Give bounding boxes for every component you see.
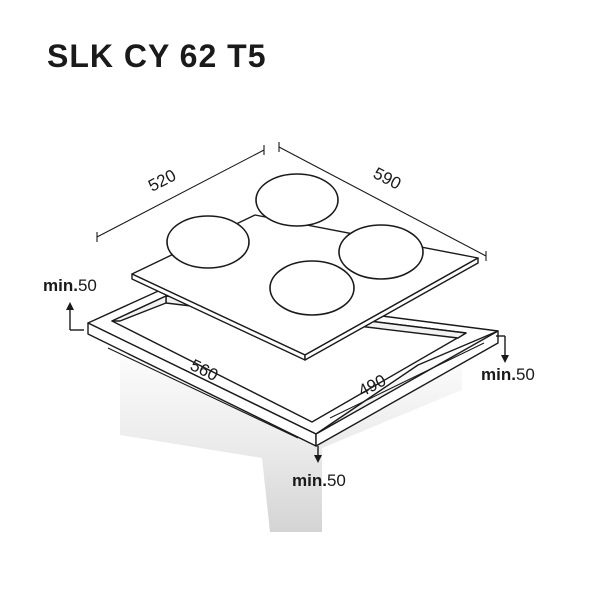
cooking-zone-rear-left [255, 173, 339, 227]
dim-590-label: 590 [370, 164, 404, 194]
cooking-zone-front-right [269, 260, 355, 316]
clearance-left-label: min.50 [43, 276, 97, 295]
cooking-zone-rear-right [338, 224, 424, 280]
cooking-zones [166, 173, 424, 316]
clearance-front-label: min.50 [292, 471, 346, 490]
model-title: SLK CY 62 T5 [47, 38, 267, 74]
clearance-arrows [66, 302, 509, 463]
cooking-zone-front-left [166, 215, 250, 269]
dim-520-label: 520 [145, 166, 179, 196]
clearance-right-label: min.50 [481, 365, 535, 384]
dimension-lines [96, 142, 487, 439]
